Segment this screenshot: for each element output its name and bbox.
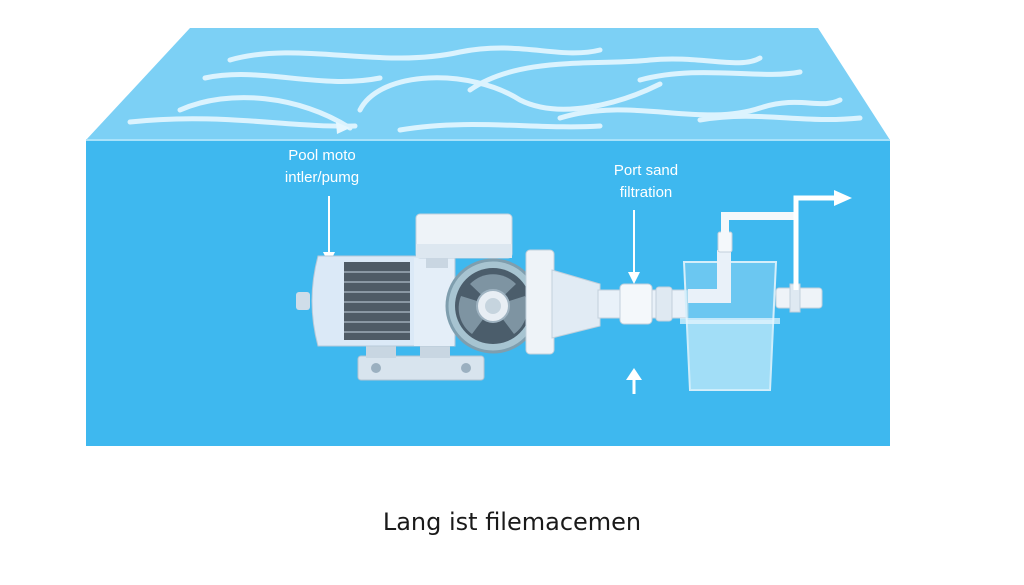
motor-label-line1: Pool moto	[288, 147, 356, 164]
junction-box	[415, 213, 513, 268]
filter-label-line2: filtration	[620, 184, 673, 201]
pump-head	[525, 249, 601, 355]
outlet-pipe	[721, 190, 852, 313]
flow-arrowhead	[336, 122, 350, 134]
up-flow-arrow	[626, 368, 642, 394]
inlet-pipe	[597, 283, 689, 325]
impeller-housing	[445, 258, 541, 354]
filter-pointer-arrow	[628, 210, 640, 284]
caption: Lang ist filemacemen	[382, 508, 642, 536]
filter-label-line1: Port sand	[614, 162, 678, 179]
pump-motor	[296, 255, 456, 347]
sand-filter-tank	[680, 231, 780, 391]
motor-label-line2: intler/pumg	[285, 169, 359, 186]
water-wave-lines	[127, 45, 863, 133]
